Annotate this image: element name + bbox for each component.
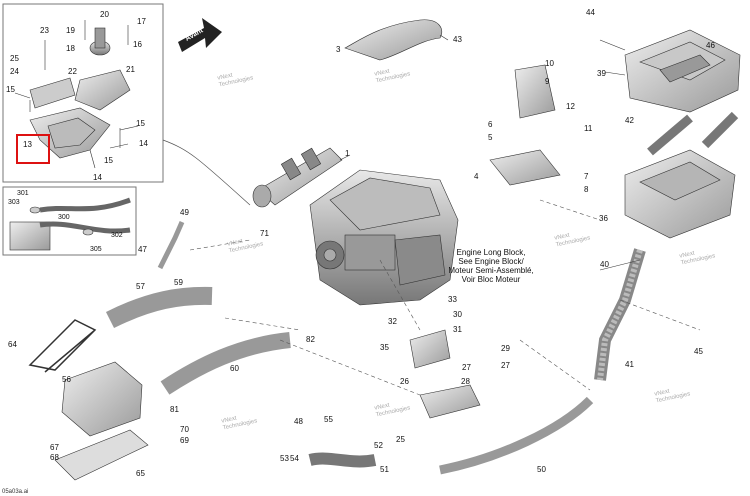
callout-53: 53 (280, 454, 289, 463)
callout-35: 35 (380, 343, 389, 352)
callout-55: 55 (324, 415, 333, 424)
footer-code: 05a03a.ai (2, 489, 29, 495)
callout-43: 43 (453, 35, 462, 44)
callout-303: 303 (8, 199, 20, 206)
intercooler-inset (2, 186, 137, 256)
engine-note-line: Moteur Semi-Assemblé, (448, 266, 534, 275)
callout-8: 8 (584, 185, 589, 194)
callout-46: 46 (706, 41, 715, 50)
callout-19: 19 (66, 26, 75, 35)
callout-24: 24 (10, 67, 19, 76)
callout-44: 44 (586, 8, 595, 17)
callout-4: 4 (474, 172, 479, 181)
callout-52: 52 (374, 441, 383, 450)
exhaust-manifold (252, 147, 343, 208)
callout-9: 9 (545, 77, 550, 86)
callout-81: 81 (170, 405, 179, 414)
callout-64: 64 (8, 340, 17, 349)
engine-note-line: Engine Long Block, (456, 248, 526, 257)
callout-22: 22 (68, 67, 77, 76)
callout-39: 39 (597, 69, 606, 78)
callout-68: 68 (50, 453, 59, 462)
callout-18: 18 (66, 44, 75, 53)
callout-27b: 27 (501, 361, 510, 370)
callout-65: 65 (136, 469, 145, 478)
callout-15a: 15 (6, 85, 15, 94)
callout-23: 23 (40, 26, 49, 35)
water-lock-box (624, 149, 736, 239)
callout-40: 40 (600, 260, 609, 269)
callout-13: 13 (23, 140, 32, 149)
callout-57: 57 (136, 282, 145, 291)
air-box (624, 29, 741, 113)
callout-21: 21 (126, 65, 135, 74)
callout-67: 67 (50, 443, 59, 452)
callout-45: 45 (694, 347, 703, 356)
callout-36: 36 (599, 214, 608, 223)
callout-41: 41 (625, 360, 634, 369)
callout-51: 51 (380, 465, 389, 474)
callout-14b: 14 (93, 173, 102, 182)
callout-16: 16 (133, 40, 142, 49)
callout-17: 17 (137, 17, 146, 26)
callout-70: 70 (180, 425, 189, 434)
engine-mount-inset (2, 3, 164, 183)
callout-26: 26 (400, 377, 409, 386)
callout-59: 59 (174, 278, 183, 287)
callout-47: 47 (138, 245, 147, 254)
front-arrow (178, 18, 222, 52)
intercooler (61, 361, 143, 437)
callout-31: 31 (453, 325, 462, 334)
callout-82: 82 (306, 335, 315, 344)
callout-14a: 14 (139, 139, 148, 148)
callout-305: 305 (90, 246, 102, 253)
exhaust-pipe (439, 396, 594, 475)
engine-mount-parts (29, 20, 131, 169)
callout-7: 7 (584, 172, 589, 181)
callout-56: 56 (62, 375, 71, 384)
callout-25: 25 (10, 54, 19, 63)
callout-3: 3 (336, 45, 341, 54)
engine-block-note: Engine Long Block, See Engine Block/ Mot… (440, 248, 542, 284)
callout-71: 71 (260, 229, 269, 238)
intercooler-parts (9, 197, 131, 251)
engine-block (309, 169, 459, 306)
engine-cover (344, 19, 443, 61)
callout-15c: 15 (104, 156, 113, 165)
callout-42: 42 (625, 116, 634, 125)
callout-48: 48 (294, 417, 303, 426)
callout-11: 11 (584, 124, 593, 133)
callout-49: 49 (180, 208, 189, 217)
callout-69: 69 (180, 436, 189, 445)
engine-note-line: Voir Bloc Moteur (461, 275, 521, 284)
callout-28: 28 (461, 377, 470, 386)
callout-29: 29 (501, 344, 510, 353)
callout-32: 32 (388, 317, 397, 326)
callout-301: 301 (17, 190, 29, 197)
callout-12: 12 (566, 102, 575, 111)
callout-302: 302 (111, 232, 123, 239)
callout-54: 54 (290, 454, 299, 463)
callout-15b: 15 (136, 119, 145, 128)
intake-hose-60 (160, 332, 291, 395)
callout-27a: 27 (462, 363, 471, 372)
callout-10: 10 (545, 59, 554, 68)
callout-25b: 25 (396, 435, 405, 444)
callout-33: 33 (448, 295, 457, 304)
highlight-box (16, 134, 50, 164)
callout-1: 1 (345, 149, 350, 158)
callout-30: 30 (453, 310, 462, 319)
callout-50: 50 (537, 465, 546, 474)
callout-300: 300 (58, 214, 70, 221)
engine-note-line: See Engine Block/ (458, 257, 524, 266)
callout-60: 60 (230, 364, 239, 373)
intake-hose-57 (105, 286, 213, 329)
callout-20: 20 (100, 10, 109, 19)
callout-6: 6 (488, 120, 493, 129)
callout-5: 5 (488, 133, 493, 142)
